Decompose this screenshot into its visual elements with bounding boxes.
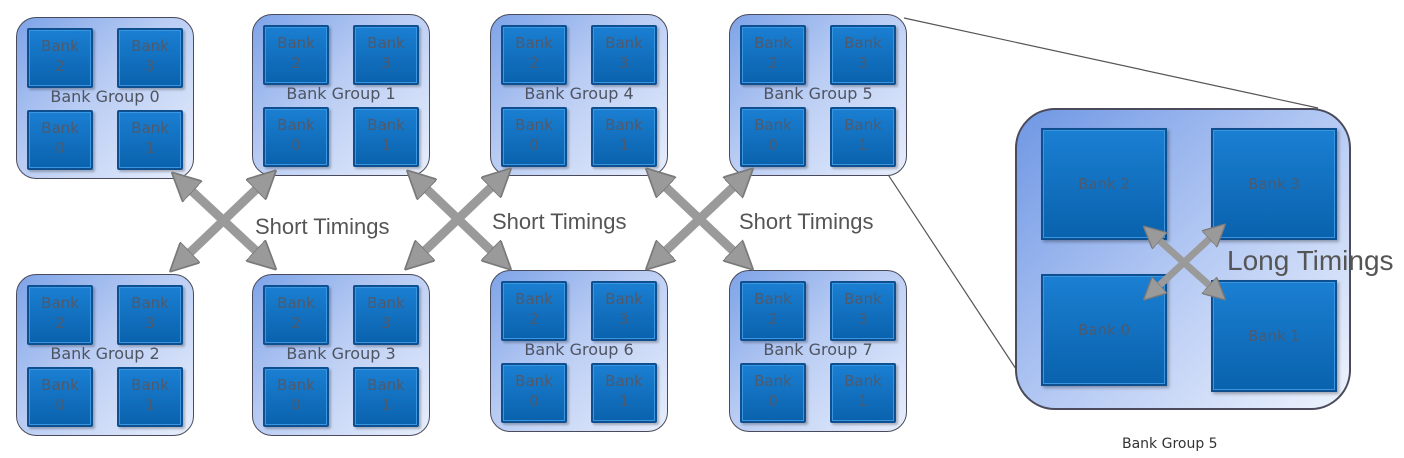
double-arrow-icon — [178, 178, 268, 264]
short-timings-label: Short Timings — [255, 214, 390, 239]
short-timing-arrows-2 — [413, 176, 503, 262]
zoom-callout-line-top — [903, 17, 1319, 109]
double-arrow-icon — [413, 176, 503, 262]
short-timing-arrows-3 — [654, 176, 745, 262]
zoom-callout-line-bottom — [884, 169, 1019, 373]
short-timings-label: Short Timings — [492, 209, 627, 234]
bank-group-label: Bank Group 7 — [763, 340, 873, 359]
bank-group-label: Bank Group 1 — [286, 84, 396, 103]
bank-group-label: Bank Group 5 — [763, 84, 873, 103]
long-timings-label: Long Timings — [1227, 245, 1394, 276]
zoom-caption: Bank Group 5 — [1122, 436, 1218, 452]
double-arrow-icon — [1150, 230, 1219, 294]
bank-group-label: Bank Group 4 — [524, 84, 634, 103]
zoom-bank-3: Bank 3 — [1211, 128, 1337, 240]
double-arrow-icon — [654, 176, 745, 262]
zoom-bank-1: Bank 1 — [1211, 280, 1337, 392]
bank-group-label: Bank Group 0 — [50, 87, 160, 106]
short-timing-arrows-1 — [178, 178, 268, 264]
bank-group-label: Bank Group 3 — [286, 344, 396, 363]
zoom-bank-2: Bank 2 — [1041, 128, 1167, 240]
bank-group-label: Bank Group 6 — [524, 340, 634, 359]
bank-group-label: Bank Group 2 — [50, 344, 160, 363]
short-timings-label: Short Timings — [739, 209, 874, 234]
